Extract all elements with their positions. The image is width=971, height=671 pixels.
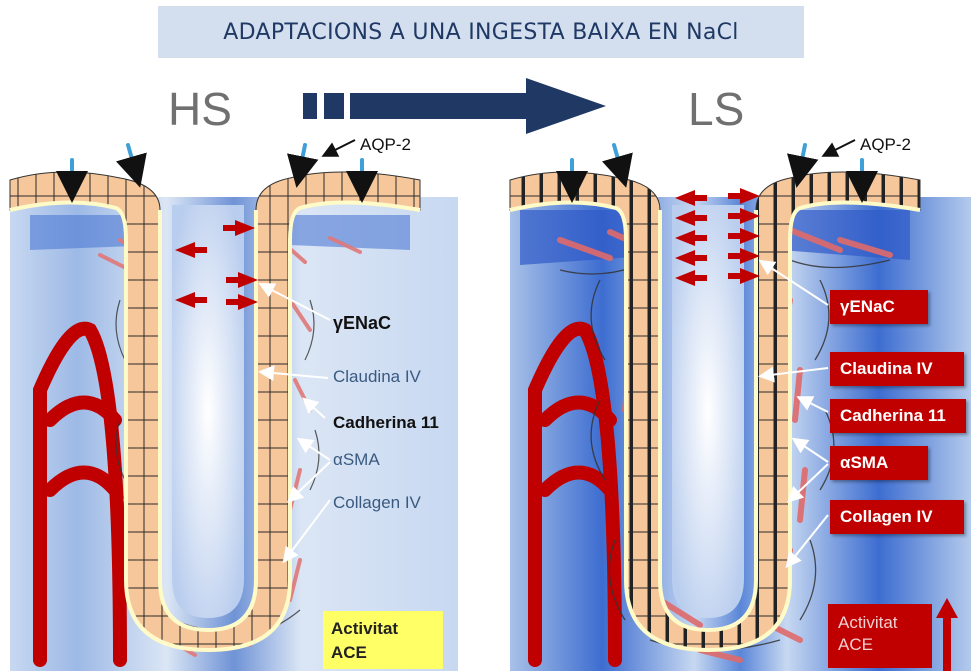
collagen-label-hs: Collagen IV [333, 493, 421, 513]
enac-box-ls: γENaC [830, 290, 928, 324]
cadherina-label-hs: Cadherina 11 [333, 413, 439, 433]
ace-line2-hs: ACE [331, 641, 435, 665]
ace-line1-hs: Activitat [331, 617, 435, 641]
arrow-right-icon [303, 78, 606, 134]
aqp2-label-ls: AQP-2 [860, 135, 911, 155]
ace-activity-ls: Activitat ACE [828, 604, 932, 668]
claudina-box-ls: Claudina IV [830, 352, 964, 386]
enac-label-hs: γENaC [333, 313, 391, 334]
cadherina-box-ls: Cadherina 11 [830, 399, 966, 433]
collagen-box-ls: Collagen IV [830, 500, 964, 534]
asma-box-ls: αSMA [830, 446, 928, 480]
aqp2-label-hs: AQP-2 [360, 135, 411, 155]
ace-activity-hs: Activitat ACE [323, 611, 443, 669]
hs-panel [10, 140, 458, 671]
ace-line1-ls: Activitat [838, 612, 922, 634]
asma-label-hs: αSMA [333, 450, 380, 470]
ace-line2-ls: ACE [838, 634, 922, 656]
claudina-label-hs: Claudina IV [333, 367, 421, 387]
